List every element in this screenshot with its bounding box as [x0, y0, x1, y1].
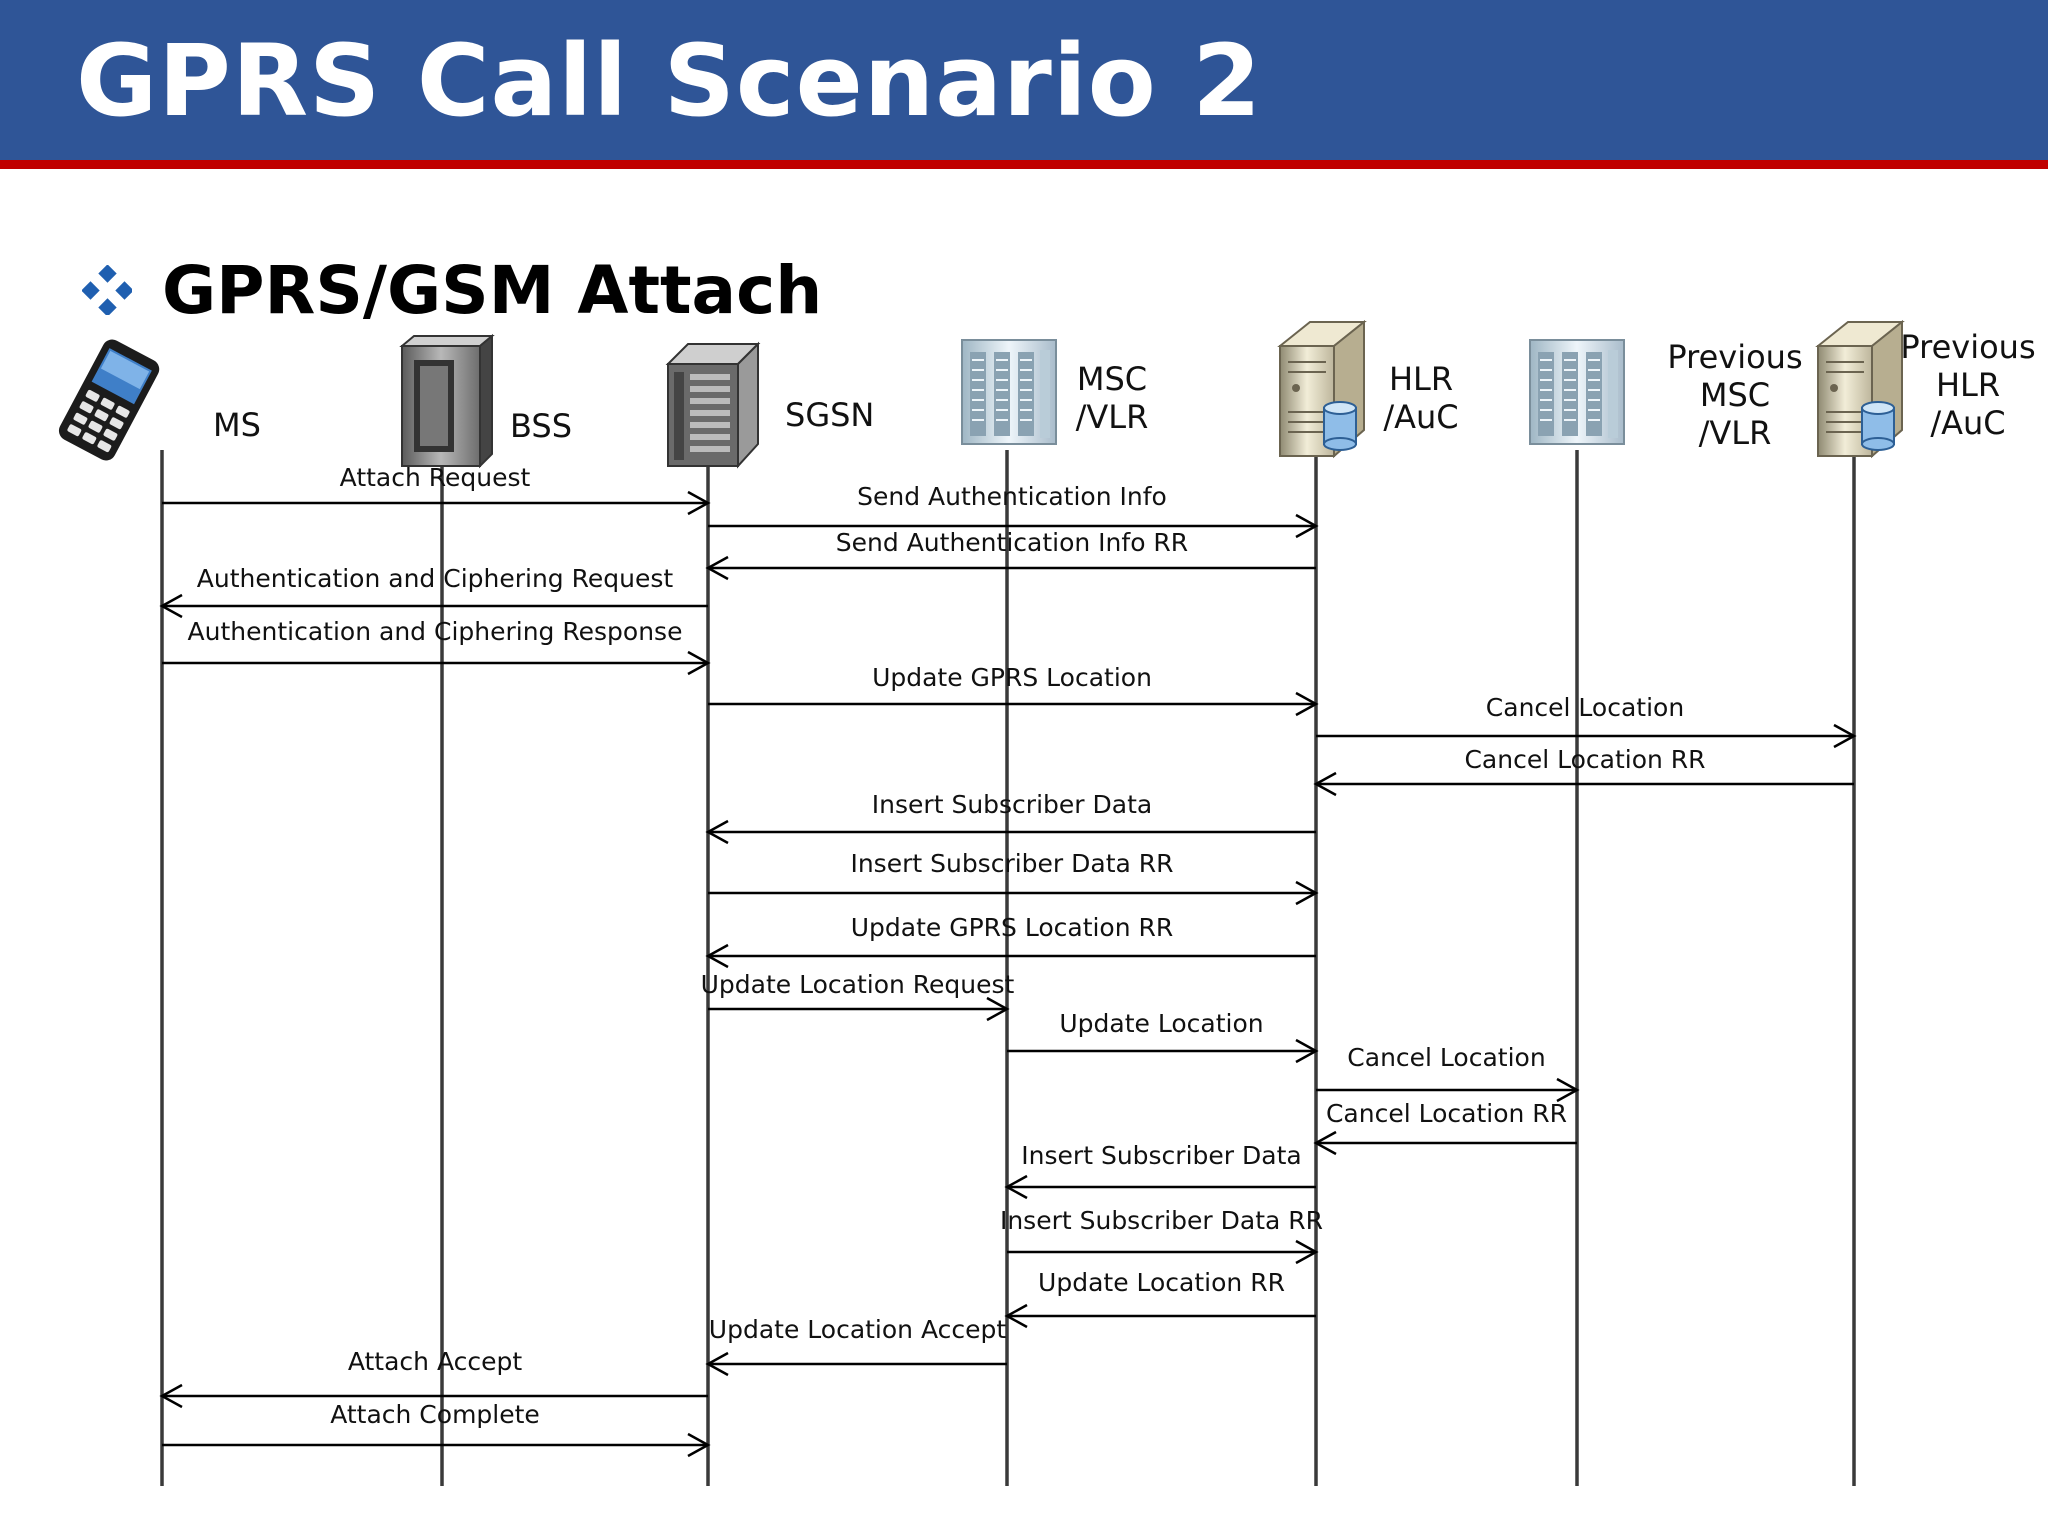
arrowhead-icon: [1295, 1239, 1319, 1265]
message-label: Update Location RR: [1038, 1268, 1285, 1297]
message-label: Attach Complete: [330, 1400, 540, 1429]
entity-label-line: HLR: [1936, 366, 2000, 404]
arrowhead-icon: [705, 943, 729, 969]
message-label: Insert Subscriber Data RR: [850, 849, 1173, 878]
message-9: Insert Subscriber Data: [705, 790, 1316, 845]
message-18: Update Location RR: [1004, 1268, 1316, 1329]
entity-label-msc: MSC/VLR: [1076, 360, 1149, 436]
message-label: Send Authentication Info: [857, 482, 1167, 511]
database-server-icon: [1277, 319, 1367, 459]
entity-label-line: BSS: [510, 407, 572, 445]
section-heading: GPRS/GSM Attach: [162, 251, 823, 329]
entity-label-line: Previous: [1900, 328, 2035, 366]
message-6: Update GPRS Location: [708, 663, 1319, 717]
diamond-bullet-icon: [82, 265, 132, 315]
message-12: Update Location Request: [701, 970, 1015, 1022]
message-label: Update Location Accept: [709, 1315, 1007, 1344]
arrowhead-icon: [687, 650, 711, 676]
entity-label-line: /AuC: [1930, 404, 2005, 442]
message-15: Cancel Location RR: [1313, 1099, 1577, 1156]
message-16: Insert Subscriber Data: [1004, 1141, 1316, 1200]
server-tower-icon: [1529, 339, 1625, 445]
arrowhead-icon: [1295, 691, 1319, 717]
entity-label-ms: MS: [213, 406, 261, 444]
message-label: Attach Accept: [348, 1347, 523, 1376]
message-1: Attach Request: [162, 463, 711, 516]
arrowhead-icon: [159, 593, 183, 619]
message-label: Authentication and Ciphering Response: [188, 617, 683, 646]
message-10: Insert Subscriber Data RR: [708, 849, 1319, 906]
arrowhead-icon: [1295, 880, 1319, 906]
arrowhead-icon: [687, 1432, 711, 1458]
message-17: Insert Subscriber Data RR: [1000, 1206, 1323, 1265]
message-label: Insert Subscriber Data RR: [1000, 1206, 1323, 1235]
arrowhead-icon: [1313, 1130, 1337, 1156]
message-label: Update GPRS Location: [872, 663, 1152, 692]
message-2: Send Authentication Info: [708, 482, 1319, 539]
entity-label-line: MS: [213, 406, 261, 444]
arrowhead-icon: [1295, 1038, 1319, 1064]
message-20: Attach Accept: [159, 1347, 708, 1409]
message-19: Update Location Accept: [705, 1315, 1007, 1377]
message-label: Insert Subscriber Data: [872, 790, 1152, 819]
message-14: Cancel Location: [1316, 1043, 1580, 1103]
slide-title: GPRS Call Scenario 2: [76, 24, 1263, 139]
message-label: Authentication and Ciphering Request: [197, 564, 674, 593]
entity-label-line: SGSN: [785, 396, 874, 434]
arrowhead-icon: [705, 555, 729, 581]
message-13: Update Location: [1007, 1009, 1319, 1064]
entity-label-sgsn: SGSN: [785, 396, 874, 434]
message-label: Attach Request: [340, 463, 531, 492]
message-8: Cancel Location RR: [1313, 745, 1854, 797]
message-label: Update GPRS Location RR: [851, 913, 1174, 942]
arrowhead-icon: [1004, 1174, 1028, 1200]
arrowhead-icon: [159, 1383, 183, 1409]
arrowhead-icon: [1833, 723, 1857, 749]
entity-label-line: HLR: [1389, 360, 1453, 398]
arrowhead-icon: [705, 1351, 729, 1377]
mobile-phone-icon: [58, 339, 160, 461]
arrowhead-icon: [705, 819, 729, 845]
message-21: Attach Complete: [162, 1400, 711, 1458]
base-station-cabinet-icon: [399, 333, 495, 469]
entity-label-line: MSC: [1700, 376, 1770, 414]
entity-label-line: /VLR: [1076, 398, 1149, 436]
arrowhead-icon: [1004, 1303, 1028, 1329]
subtitle-row: GPRS/GSM Attach: [82, 250, 822, 330]
message-4: Authentication and Ciphering Request: [159, 564, 708, 619]
message-7: Cancel Location: [1316, 693, 1857, 749]
arrowhead-icon: [687, 490, 711, 516]
message-5: Authentication and Ciphering Response: [162, 617, 711, 676]
entity-label-line: /AuC: [1383, 398, 1458, 436]
title-underline: [0, 160, 2048, 169]
message-label: Update Location Request: [701, 970, 1015, 999]
message-label: Cancel Location: [1347, 1043, 1545, 1072]
title-bar: [0, 0, 2048, 160]
entity-label-bss: BSS: [510, 407, 572, 445]
message-label: Cancel Location RR: [1464, 745, 1705, 774]
database-server-icon: [1815, 319, 1905, 459]
entity-label-line: /VLR: [1699, 414, 1772, 452]
server-rack-icon: [665, 341, 761, 469]
entity-label-line: MSC: [1077, 360, 1147, 398]
server-tower-icon: [961, 339, 1057, 445]
arrowhead-icon: [986, 996, 1010, 1022]
arrowhead-icon: [1313, 771, 1337, 797]
message-label: Update Location: [1059, 1009, 1263, 1038]
arrowhead-icon: [1556, 1077, 1580, 1103]
message-3: Send Authentication Info RR: [705, 528, 1316, 581]
arrowhead-icon: [1295, 513, 1319, 539]
entity-label-line: Previous: [1667, 338, 1802, 376]
message-label: Cancel Location RR: [1326, 1099, 1567, 1128]
message-label: Send Authentication Info RR: [836, 528, 1188, 557]
message-11: Update GPRS Location RR: [705, 913, 1316, 969]
message-label: Insert Subscriber Data: [1021, 1141, 1301, 1170]
entity-label-hlr: HLR/AuC: [1383, 360, 1458, 436]
message-label: Cancel Location: [1486, 693, 1684, 722]
